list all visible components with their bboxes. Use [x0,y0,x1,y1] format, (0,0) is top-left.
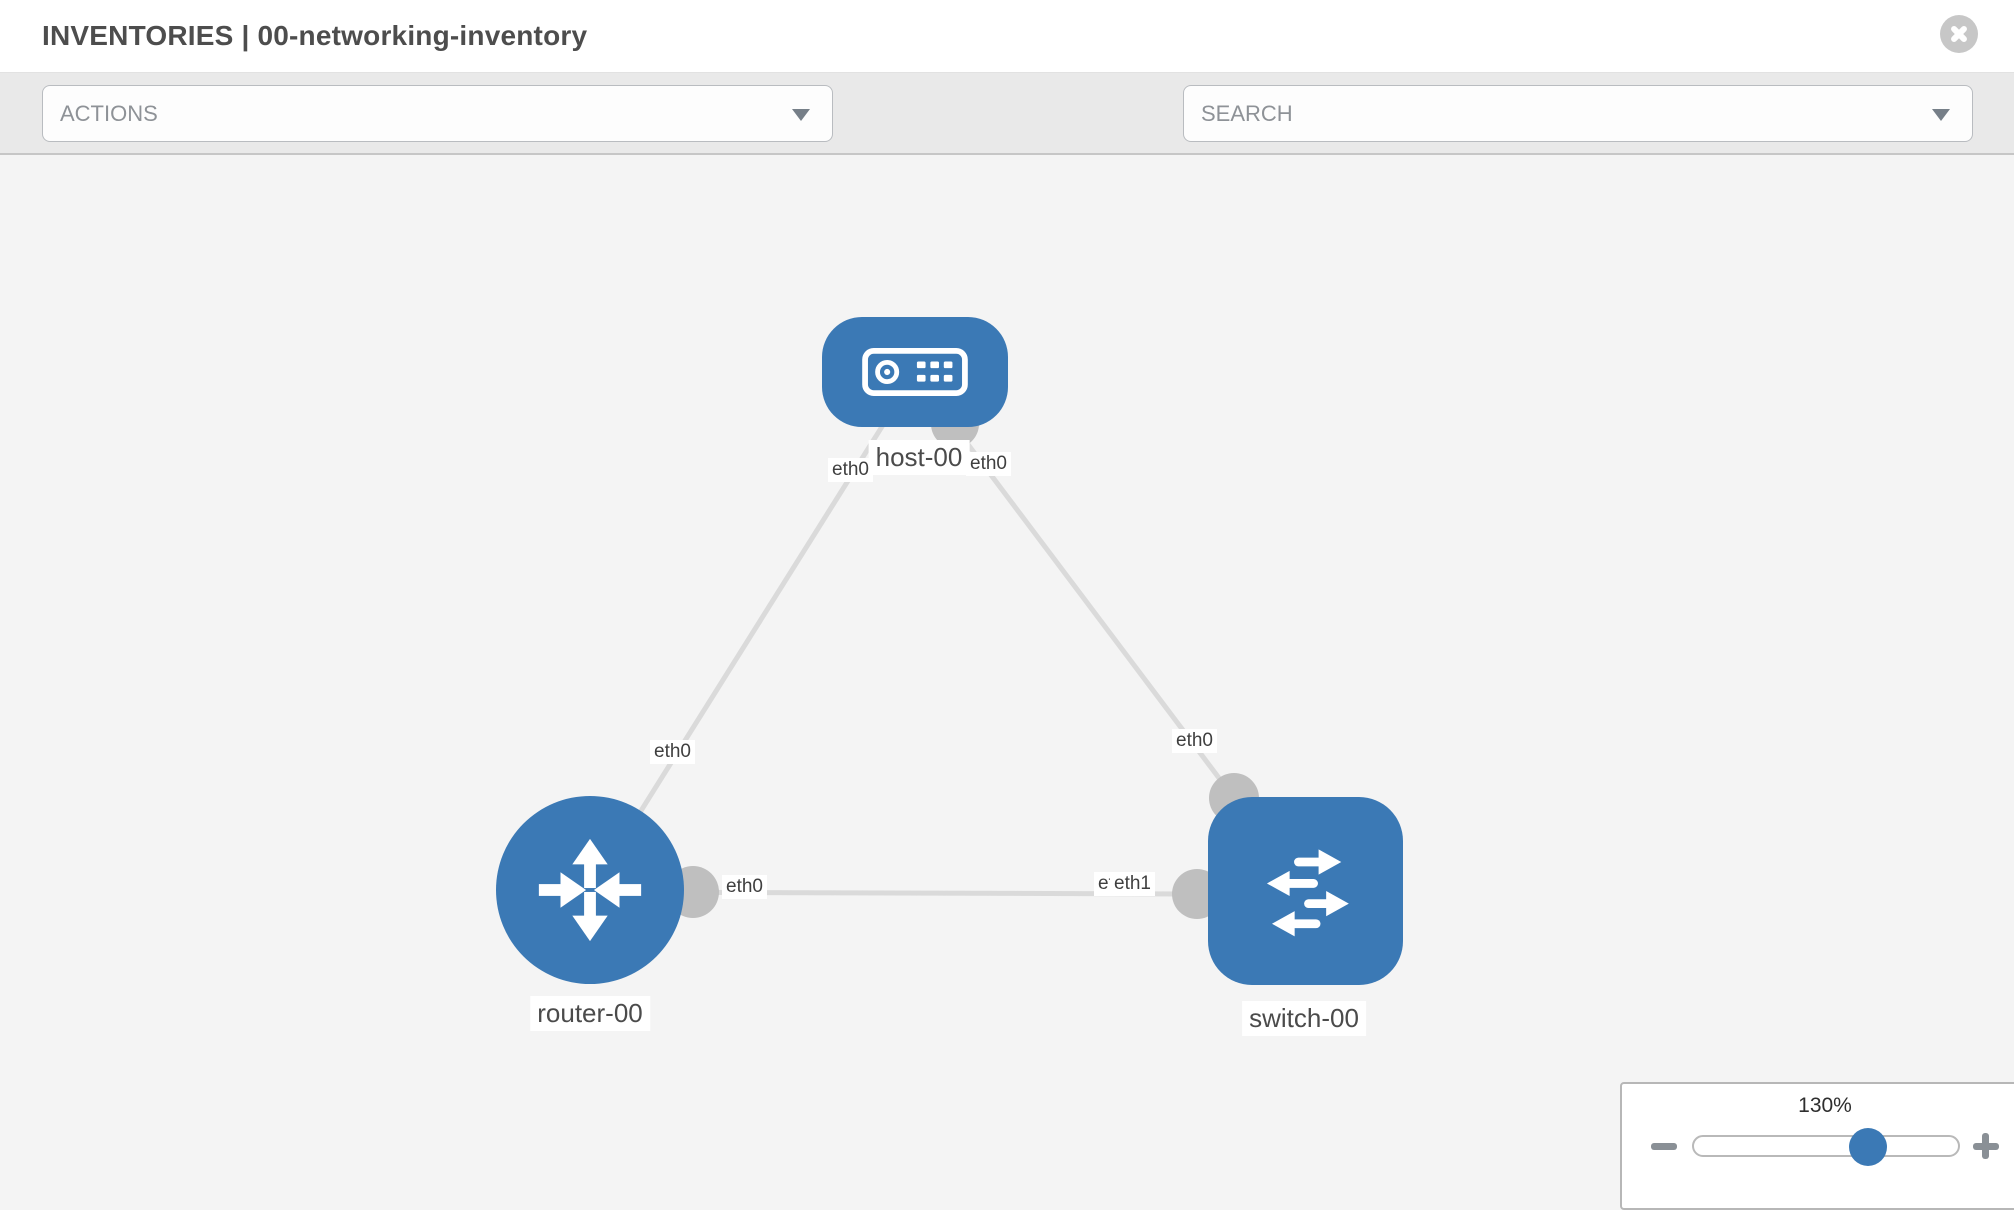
iface-label: eth1 [1110,872,1155,896]
iface-label: eth0 [828,458,873,482]
chevron-down-icon [792,109,810,121]
search-dropdown[interactable]: SEARCH [1183,85,1973,142]
node-label-switch-00: switch-00 [1242,1001,1366,1036]
plus-icon [1982,1133,1989,1159]
iface-label: eth0 [1172,729,1217,753]
topology-links-layer [587,372,1259,919]
minus-icon [1651,1143,1677,1150]
iface-label: eth0 [722,875,767,899]
actions-dropdown[interactable]: ACTIONS [42,85,833,142]
node-label-host-00: host-00 [868,440,970,475]
host-icon [862,348,968,396]
switch-icon [1266,849,1349,937]
zoom-in-button[interactable] [1972,1132,2000,1160]
zoom-out-button[interactable] [1650,1132,1678,1160]
iface-label: eth0 [966,452,1011,476]
chevron-down-icon [1932,109,1950,121]
zoom-control-panel: 130% [1620,1082,2014,1210]
node-host-00[interactable] [822,317,1008,427]
node-switch-00[interactable] [1208,797,1403,985]
topology-canvas[interactable]: eth0 eth0 eth0 eth0 eth0 eth0 eth1 host-… [0,155,2014,1210]
router-icon [538,838,642,942]
page-title: INVENTORIES | 00-networking-inventory [42,20,588,51]
toolbar: ACTIONS SEARCH [0,73,2014,207]
node-router-00[interactable] [496,796,684,984]
zoom-slider-thumb[interactable] [1849,1128,1887,1166]
iface-label: eth0 [650,740,695,764]
zoom-value: 130% [1798,1094,1852,1117]
actions-dropdown-label: ACTIONS [60,101,158,126]
search-dropdown-label: SEARCH [1201,101,1293,126]
close-icon[interactable] [1940,15,1978,53]
zoom-slider-track[interactable] [1692,1128,1960,1166]
panel-header: INVENTORIES | 00-networking-inventory [0,0,2014,73]
node-label-router-00: router-00 [530,996,650,1031]
